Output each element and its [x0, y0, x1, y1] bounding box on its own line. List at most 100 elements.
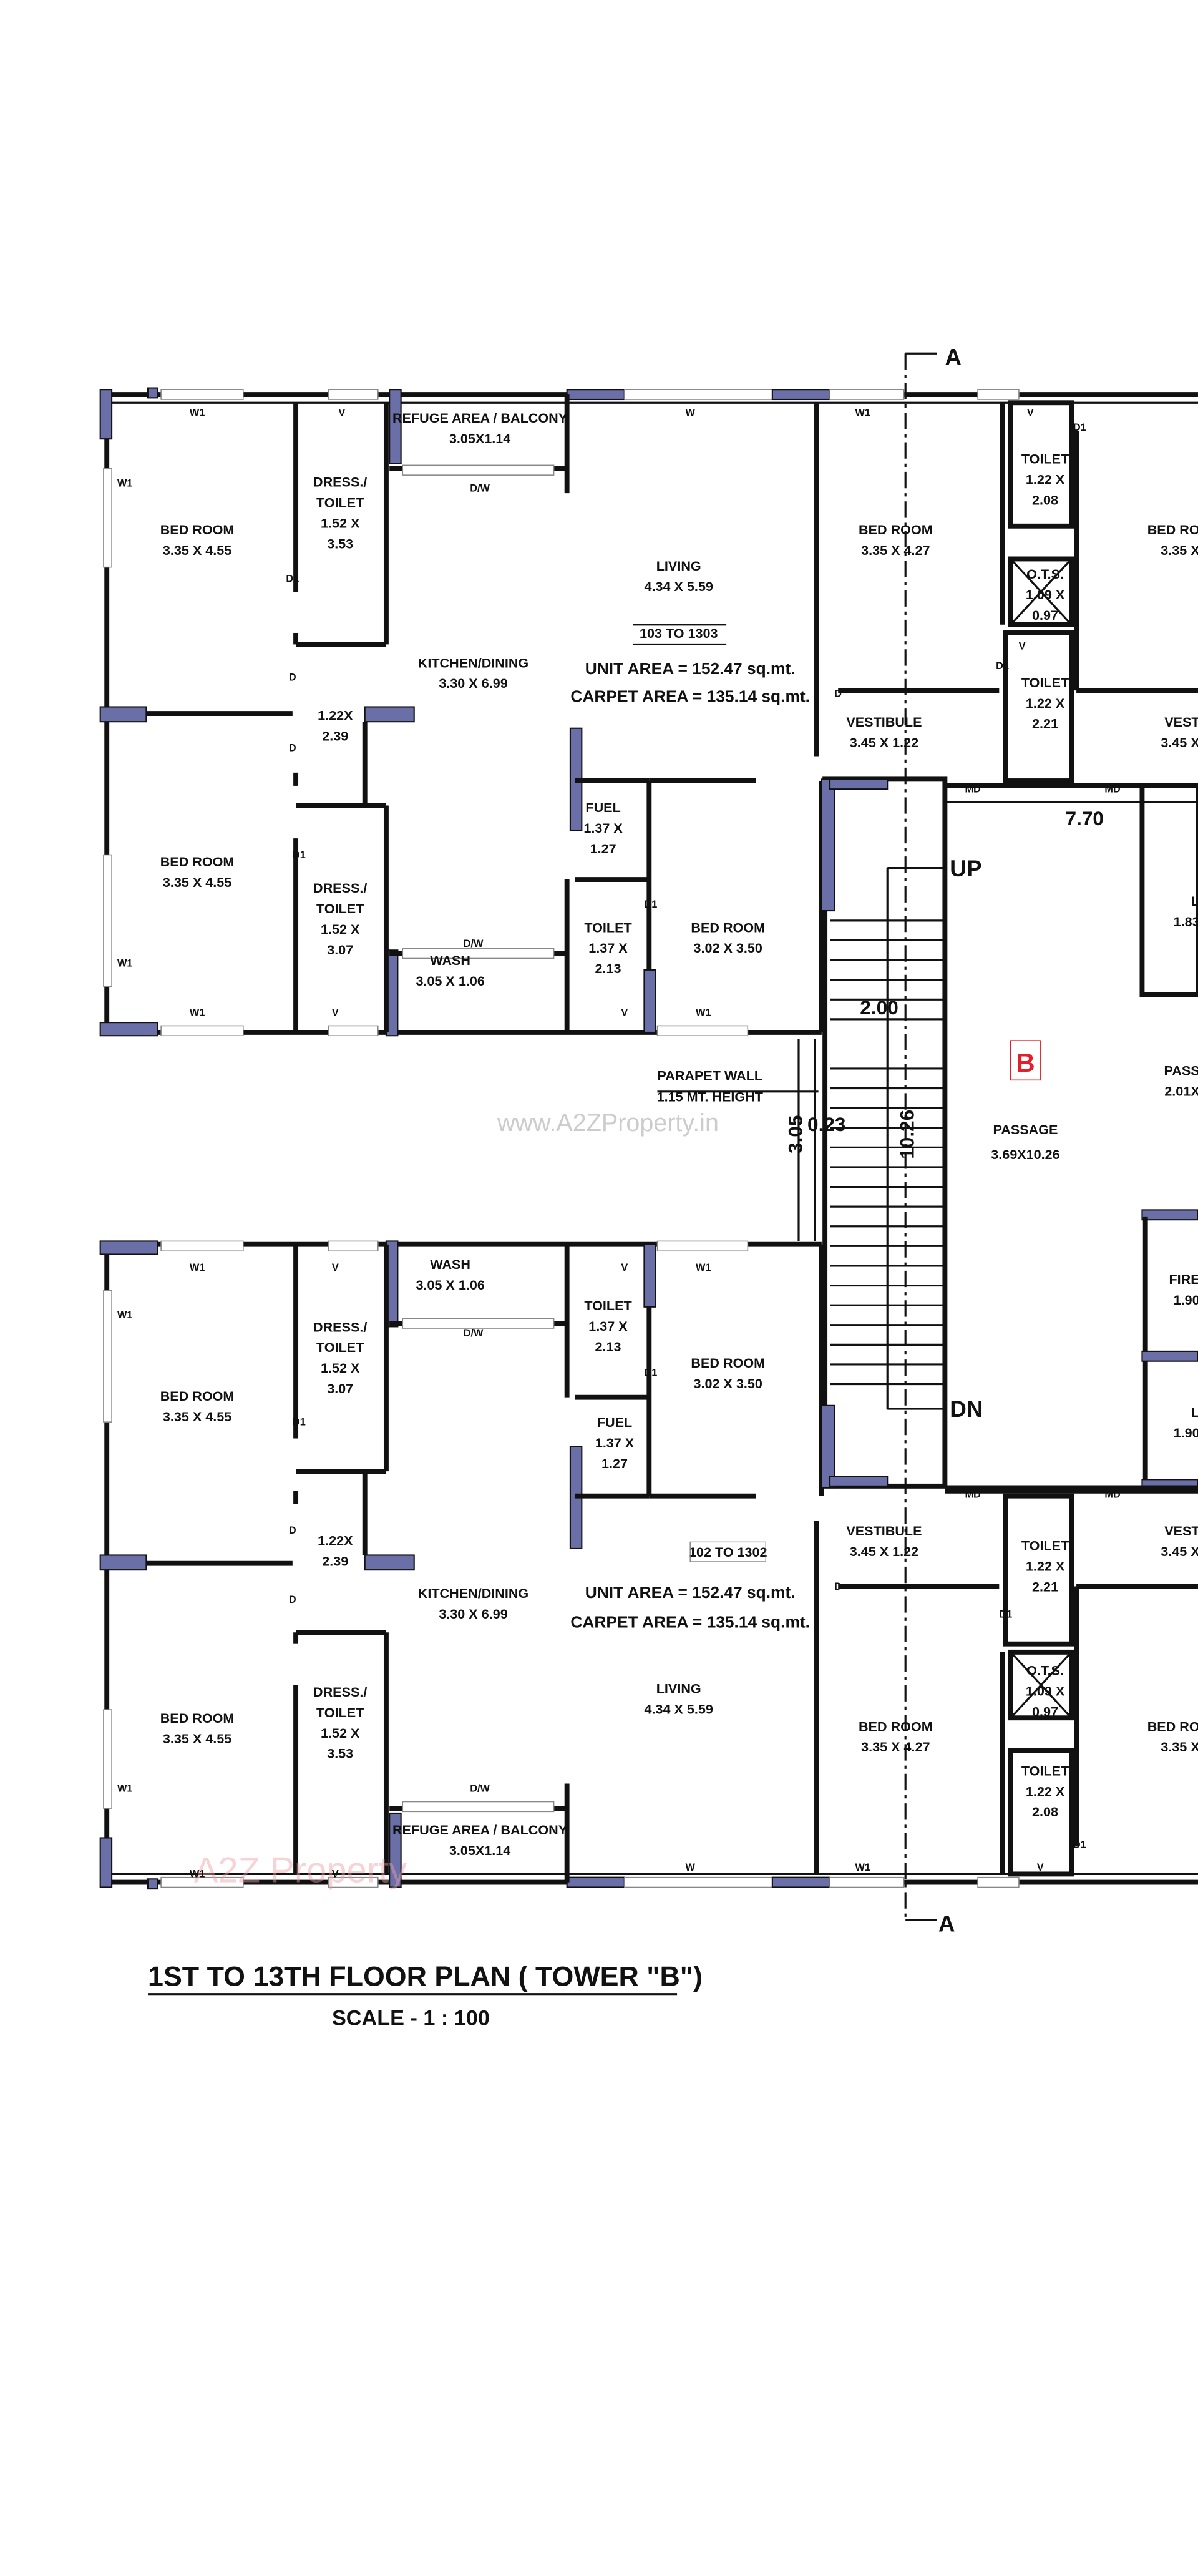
lower-unit-toilet-a-label: 1.22 X: [1026, 1783, 1065, 1799]
svg-text:W1: W1: [696, 1262, 711, 1273]
logo-watermark: A2Z Property: [194, 1851, 407, 1891]
upper-unit-ots-label: 0.97: [1032, 607, 1058, 623]
svg-text:D: D: [289, 1525, 296, 1536]
svg-text:V: V: [1027, 407, 1034, 418]
right-partial-lift2-label: L: [1191, 1404, 1198, 1420]
svg-text:V: V: [621, 1262, 628, 1273]
lower-unit-ots-label: 1.09 X: [1026, 1683, 1065, 1699]
upper-unit-kitchen-label: 3.30 X 6.99: [439, 675, 507, 691]
stair-length-dimension: 10.26: [895, 1110, 918, 1159]
lower-unit-dress2-label: TOILET: [316, 1339, 364, 1355]
svg-text:D/W: D/W: [470, 482, 490, 494]
stair-core: [657, 352, 1198, 1921]
svg-text:W1: W1: [117, 1783, 132, 1795]
svg-text:V: V: [332, 1262, 339, 1273]
upper-unit-fuel-label: 1.37 X: [583, 820, 623, 836]
room-labels: BED ROOM 3.35 X 4.55 DRESS./ TOILET 1.52 X 3.…: [160, 410, 1198, 1858]
upper-unit-passage-label: 1.22X: [318, 708, 353, 723]
svg-text:MD: MD: [965, 1489, 981, 1500]
upper-unit-bed3-label: BED ROOM: [691, 919, 765, 935]
right-partial-lift1-label: L: [1191, 893, 1198, 909]
lower-unit-area: UNIT AREA = 152.47 sq.mt.: [585, 1583, 796, 1602]
lower-unit-range: 102 TO 1302: [689, 1544, 767, 1560]
upper-unit-ots-label: 1.09 X: [1026, 587, 1065, 602]
upper-unit-toilet-b-label: TOILET: [1021, 675, 1069, 690]
lower-unit-ots-label: 0.97: [1032, 1704, 1058, 1720]
svg-text:D1: D1: [645, 1367, 658, 1378]
svg-text:V: V: [332, 1869, 339, 1880]
svg-text:MD: MD: [965, 783, 981, 795]
right-partial-bed-upper-label: BED RO: [1147, 522, 1198, 537]
upper-unit-wash-label: WASH: [430, 953, 470, 968]
upper-unit-dress2-label: TOILET: [316, 901, 364, 916]
upper-unit-dress2-label: 3.07: [327, 942, 353, 957]
lower-unit-bed2-label: BED ROOM: [160, 1388, 235, 1404]
right-partial-fire-label: 1.90: [1174, 1292, 1198, 1308]
lower-unit-bed4-label: 3.35 X 4.27: [861, 1739, 930, 1755]
svg-text:V: V: [1019, 640, 1026, 652]
stair-width-dimension: 2.00: [860, 996, 898, 1019]
lower-unit-dress1-label: TOILET: [316, 1705, 364, 1720]
passage-label: PASSAGE: [993, 1122, 1058, 1137]
lower-unit-toilet-label: TOILET: [584, 1298, 631, 1313]
right-partial-lift1-label: 1.83: [1174, 914, 1198, 929]
watermark: www.A2ZProperty.in: [497, 1109, 719, 1137]
svg-text:D/W: D/W: [464, 1328, 484, 1339]
lower-unit-bed1-label: BED ROOM: [160, 1710, 235, 1726]
right-partial-passage2-label: 2.01X: [1164, 1083, 1198, 1099]
upper-carpet-area: CARPET AREA = 135.14 sq.mt.: [570, 687, 810, 706]
upper-unit-bed2-label: BED ROOM: [160, 854, 235, 869]
upper-unit-bed4-label: BED ROOM: [859, 522, 933, 537]
upper-unit-range: 103 TO 1303: [640, 625, 718, 641]
upper-unit-dress1-label: 1.52 X: [321, 515, 360, 531]
lower-unit-refuge-label: 3.05X1.14: [449, 1843, 510, 1858]
lower-unit-bed3-label: BED ROOM: [691, 1355, 765, 1371]
svg-text:W1: W1: [117, 958, 132, 969]
upper-unit-toilet-a-label: 1.22 X: [1026, 472, 1065, 487]
right-partial-vest-upper-label: 3.45 X: [1161, 735, 1198, 750]
lower-unit-bed1-label: 3.35 X 4.55: [163, 1731, 231, 1746]
right-partial-vest-lower-label: 3.45 X: [1161, 1544, 1198, 1559]
right-partial-bed-lower-label: BED RO: [1147, 1718, 1198, 1734]
svg-text:V: V: [621, 1007, 628, 1019]
lower-unit-dress2-label: 1.52 X: [321, 1360, 360, 1376]
svg-text:V: V: [332, 1007, 339, 1019]
section-marker-bottom: A: [938, 1911, 955, 1937]
svg-text:D: D: [834, 688, 842, 700]
passage-size: 3.69X10.26: [991, 1147, 1059, 1162]
lower-unit-toilet-label: 2.13: [595, 1339, 621, 1354]
lower-unit-passage-label: 2.39: [322, 1554, 348, 1569]
upper-unit-dress1-label: 3.53: [327, 536, 353, 551]
gap-dimension: 3.05: [784, 1115, 806, 1153]
lower-unit-toilet-a-label: TOILET: [1021, 1763, 1069, 1778]
svg-text:W1: W1: [190, 1869, 205, 1880]
right-partial-vest-upper-label: VEST: [1164, 714, 1198, 730]
svg-text:D/W: D/W: [464, 938, 484, 949]
svg-text:W1: W1: [696, 1007, 711, 1019]
upper-unit-fuel-label: FUEL: [585, 800, 620, 815]
svg-text:D1: D1: [1073, 1839, 1086, 1850]
plan-scale: SCALE - 1 : 100: [332, 2007, 490, 2030]
lower-unit-wash-label: WASH: [430, 1256, 470, 1272]
upper-unit-refuge-label: 3.05X1.14: [449, 431, 510, 446]
svg-text:W1: W1: [855, 407, 870, 418]
upper-unit-toilet-label: 1.37 X: [588, 940, 628, 956]
lower-carpet-area: CARPET AREA = 135.14 sq.mt.: [570, 1612, 810, 1631]
upper-unit-dress1-label: TOILET: [316, 494, 364, 510]
svg-text:D: D: [289, 672, 296, 683]
upper-unit-kitchen-label: KITCHEN/DINING: [418, 655, 528, 670]
lower-unit-ots-label: O.T.S.: [1026, 1663, 1064, 1678]
svg-text:D1: D1: [293, 850, 306, 861]
lower-unit-toilet-b-label: 2.21: [1032, 1579, 1058, 1594]
svg-text:W1: W1: [190, 1007, 205, 1019]
svg-text:W1: W1: [190, 1262, 205, 1273]
lower-unit-dress2-label: DRESS./: [313, 1319, 367, 1335]
tower-badge: B: [1016, 1048, 1035, 1077]
right-partial-passage2-label: PASS: [1164, 1062, 1198, 1078]
right-partial-bed-lower-label: 3.35 X: [1161, 1739, 1198, 1755]
svg-text:W1: W1: [117, 478, 132, 489]
lower-unit-dress1-label: 1.52 X: [321, 1725, 360, 1741]
upper-unit-ots-label: O.T.S.: [1026, 566, 1064, 582]
lower-unit-living-label: LIVING: [656, 1681, 701, 1697]
